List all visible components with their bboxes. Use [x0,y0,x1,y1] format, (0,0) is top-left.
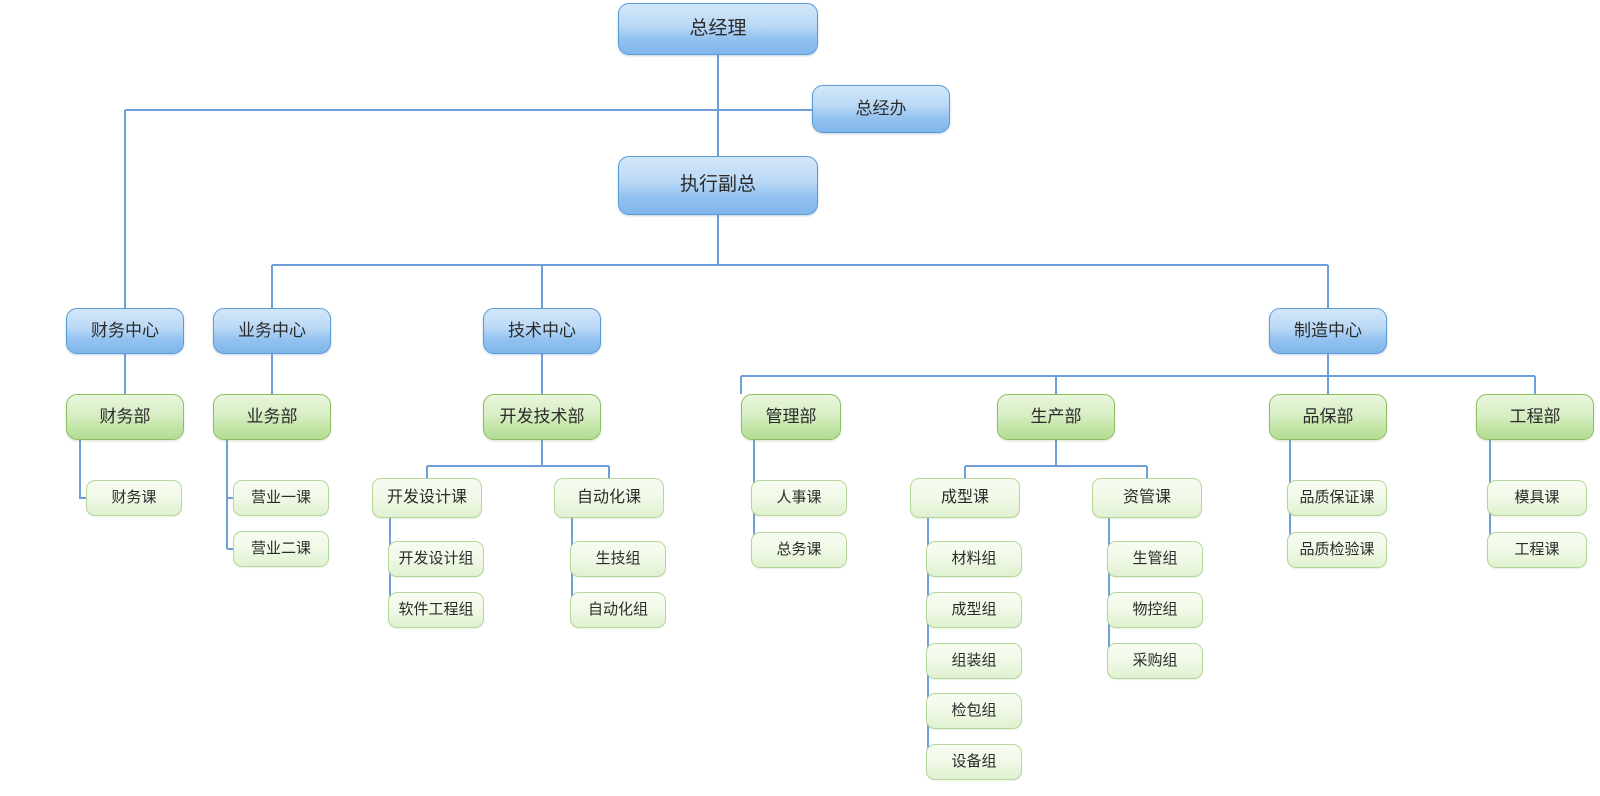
node-finance-section[interactable]: 财务课 [86,480,182,516]
node-hr-section[interactable]: 人事课 [751,480,847,516]
node-automation-group[interactable]: 自动化组 [570,592,666,628]
node-general-manager[interactable]: 总经理 [618,3,818,55]
node-engineering-section[interactable]: 工程课 [1487,532,1587,568]
node-business-dept[interactable]: 业务部 [213,394,331,440]
node-material-control-section[interactable]: 资管课 [1092,478,1202,518]
node-purchasing-group[interactable]: 采购组 [1107,643,1203,679]
node-manufacturing-center[interactable]: 制造中心 [1269,308,1387,354]
node-finance-dept[interactable]: 财务部 [66,394,184,440]
node-quality-dept[interactable]: 品保部 [1269,394,1387,440]
node-inspection-packing-group[interactable]: 检包组 [926,693,1022,729]
node-dev-design-group[interactable]: 开发设计组 [388,541,484,577]
node-production-control-group[interactable]: 生管组 [1107,541,1203,577]
node-quality-assurance-section[interactable]: 品质保证课 [1287,480,1387,516]
node-sales-section-1[interactable]: 营业一课 [233,480,329,516]
node-executive-vp[interactable]: 执行副总 [618,156,818,215]
node-general-affairs-section[interactable]: 总务课 [751,532,847,568]
node-software-eng-group[interactable]: 软件工程组 [388,592,484,628]
node-material-group[interactable]: 材料组 [926,541,1022,577]
node-technology-center[interactable]: 技术中心 [483,308,601,354]
node-assembly-group[interactable]: 组装组 [926,643,1022,679]
node-management-dept[interactable]: 管理部 [741,394,841,440]
node-engineering-dept[interactable]: 工程部 [1476,394,1594,440]
node-molding-section[interactable]: 成型课 [910,478,1020,518]
node-business-center[interactable]: 业务中心 [213,308,331,354]
node-equipment-group[interactable]: 设备组 [926,744,1022,780]
node-material-planning-group[interactable]: 物控组 [1107,592,1203,628]
node-mold-section[interactable]: 模具课 [1487,480,1587,516]
node-production-dept[interactable]: 生产部 [997,394,1115,440]
node-sales-section-2[interactable]: 营业二课 [233,531,329,567]
node-dev-design-section[interactable]: 开发设计课 [372,478,482,518]
node-production-tech-group[interactable]: 生技组 [570,541,666,577]
node-automation-section[interactable]: 自动化课 [554,478,664,518]
node-dev-tech-dept[interactable]: 开发技术部 [483,394,601,440]
node-finance-center[interactable]: 财务中心 [66,308,184,354]
node-quality-inspection-section[interactable]: 品质检验课 [1287,532,1387,568]
node-gm-office[interactable]: 总经办 [812,85,950,133]
node-molding-group[interactable]: 成型组 [926,592,1022,628]
